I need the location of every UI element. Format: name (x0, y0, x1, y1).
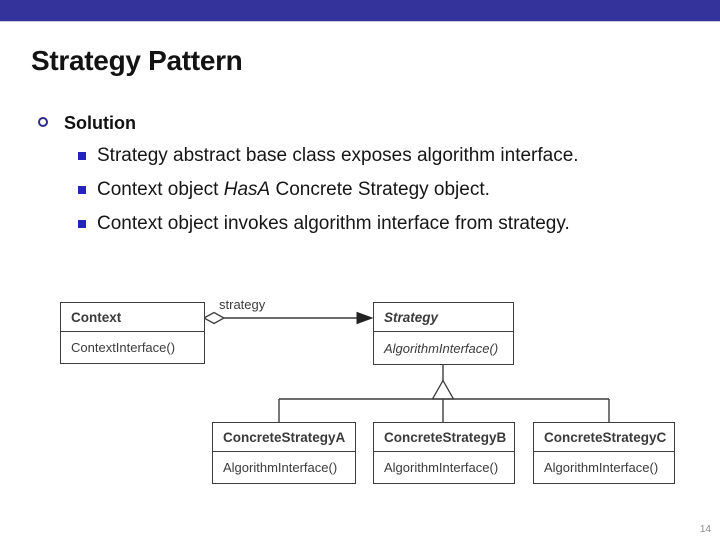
class-name: Context (61, 303, 204, 332)
class-name: ConcreteStrategyA (213, 423, 355, 452)
bullet-heading: Solution (64, 113, 136, 133)
class-name: ConcreteStrategyC (534, 423, 674, 452)
bullet-item-emphasis: HasA (223, 179, 271, 200)
class-method: AlgorithmInterface() (544, 460, 659, 475)
square-bullet-icon (78, 152, 86, 160)
uml-class-concrete-strategy-c: ConcreteStrategyC AlgorithmInterface() (533, 422, 675, 484)
aggregation-diamond-icon (202, 311, 226, 325)
class-method: AlgorithmInterface() (384, 460, 499, 475)
bullet-item: Strategy abstract base class exposes alg… (97, 145, 579, 166)
hollow-circle-bullet-icon (38, 117, 48, 127)
bullet-item-prefix: Context object (97, 179, 224, 200)
bullet-item: Context object invokes algorithm interfa… (97, 213, 570, 234)
uml-class-strategy: Strategy AlgorithmInterface() (373, 302, 514, 365)
arrowhead-icon (356, 311, 374, 325)
inheritance-triangle-icon (431, 379, 455, 400)
class-method: AlgorithmInterface() (384, 340, 499, 356)
square-bullet-icon (78, 220, 86, 228)
class-name: Strategy (374, 303, 513, 332)
uml-class-concrete-strategy-b: ConcreteStrategyB AlgorithmInterface() (373, 422, 515, 484)
class-method: AlgorithmInterface() (223, 460, 338, 475)
association-label: strategy (219, 297, 266, 312)
class-name: ConcreteStrategyB (374, 423, 514, 452)
page-number: 14 (699, 524, 711, 535)
uml-class-context: Context ContextInterface() (60, 302, 205, 364)
bullet-item: Context object HasA Concrete Strategy ob… (97, 179, 490, 201)
accent-bar (0, 0, 720, 22)
class-method: ContextInterface() (71, 340, 176, 355)
bullet-item-suffix: Concrete Strategy object. (270, 179, 490, 200)
square-bullet-icon (78, 186, 86, 194)
slide-title: Strategy Pattern (31, 45, 243, 76)
uml-class-concrete-strategy-a: ConcreteStrategyA AlgorithmInterface() (212, 422, 356, 484)
